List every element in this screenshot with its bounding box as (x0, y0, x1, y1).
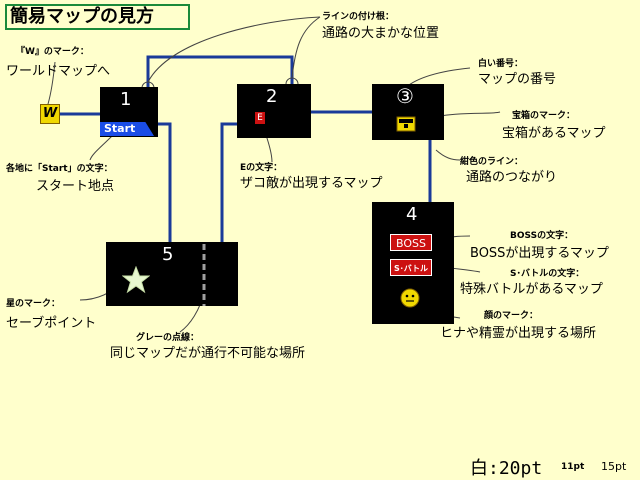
chest-description: 宝箱があるマップ (502, 126, 606, 141)
face-description: ヒナや精霊が出現する場所 (440, 326, 597, 341)
connector-1-2 (146, 55, 294, 87)
face-heading: 顔のマーク： (484, 311, 539, 321)
w-mark-heading: 『W』のマーク： (16, 47, 89, 57)
page-title: 簡易マップの見方 (5, 4, 190, 30)
navy-line-description: 通路のつながり (466, 170, 558, 185)
chest-heading: 宝箱のマーク： (512, 111, 576, 121)
connector-2-5 (220, 122, 237, 242)
start-heading: 各地に「Start」の文字： (6, 164, 113, 174)
white-number-heading: 白い番号： (478, 59, 524, 69)
footer-font-size-small: 11pt (561, 462, 585, 472)
boss-description: BOSSが出現するマップ (470, 246, 609, 261)
star-heading: 星のマーク： (6, 299, 61, 309)
special-battle-heading: S･バトルの文字： (510, 269, 585, 279)
white-number-description: マップの番号 (478, 72, 557, 87)
map-node-3-number: ③ (396, 84, 414, 108)
w-mark-description: ワールドマップへ (6, 64, 111, 79)
start-description: スタート地点 (36, 179, 115, 194)
gray-line-description: 同じマップだが通行不可能な場所 (110, 346, 306, 361)
gray-dotted-line (202, 244, 206, 306)
footer-font-size-medium: 15pt (601, 460, 627, 473)
special-battle-description: 特殊バトルがあるマップ (460, 282, 603, 297)
map-node-5 (106, 242, 238, 306)
navy-line-heading: 紺色のライン： (460, 157, 524, 167)
leader-start (89, 135, 113, 161)
footer-font-size-main: 白:20pt (470, 458, 543, 479)
special-battle-marker: S･バトル (390, 259, 432, 276)
star-description: セーブポイント (6, 316, 97, 331)
leader-w (47, 61, 56, 105)
gray-line-heading: グレーの点線： (136, 333, 200, 343)
enemy-heading: Eの文字： (240, 163, 283, 173)
face-icon (400, 288, 420, 308)
start-tag: Start (100, 122, 154, 136)
leader-line-root-1 (147, 16, 321, 83)
line-root-description: 通路の大まかな位置 (322, 26, 440, 41)
boss-heading: BOSSの文字： (510, 231, 574, 241)
line-root-heading: ラインの付け根： (322, 12, 395, 22)
enemy-description: ザコ敵が出現するマップ (240, 176, 383, 191)
map-node-4-number: 4 (406, 204, 418, 225)
star-icon (122, 266, 150, 294)
connector-1-5 (158, 122, 172, 242)
treasure-chest-icon (396, 116, 416, 132)
enemy-marker: E (255, 112, 265, 124)
map-node-5-number: 5 (162, 244, 174, 265)
map-node-2-number: 2 (266, 86, 278, 107)
map-node-1-number: 1 (120, 89, 132, 110)
boss-marker: BOSS (390, 234, 432, 251)
map-node-2 (237, 84, 311, 138)
leader-navy (435, 149, 461, 161)
world-map-icon: W (40, 104, 60, 124)
leader-line-root-2 (291, 16, 321, 79)
